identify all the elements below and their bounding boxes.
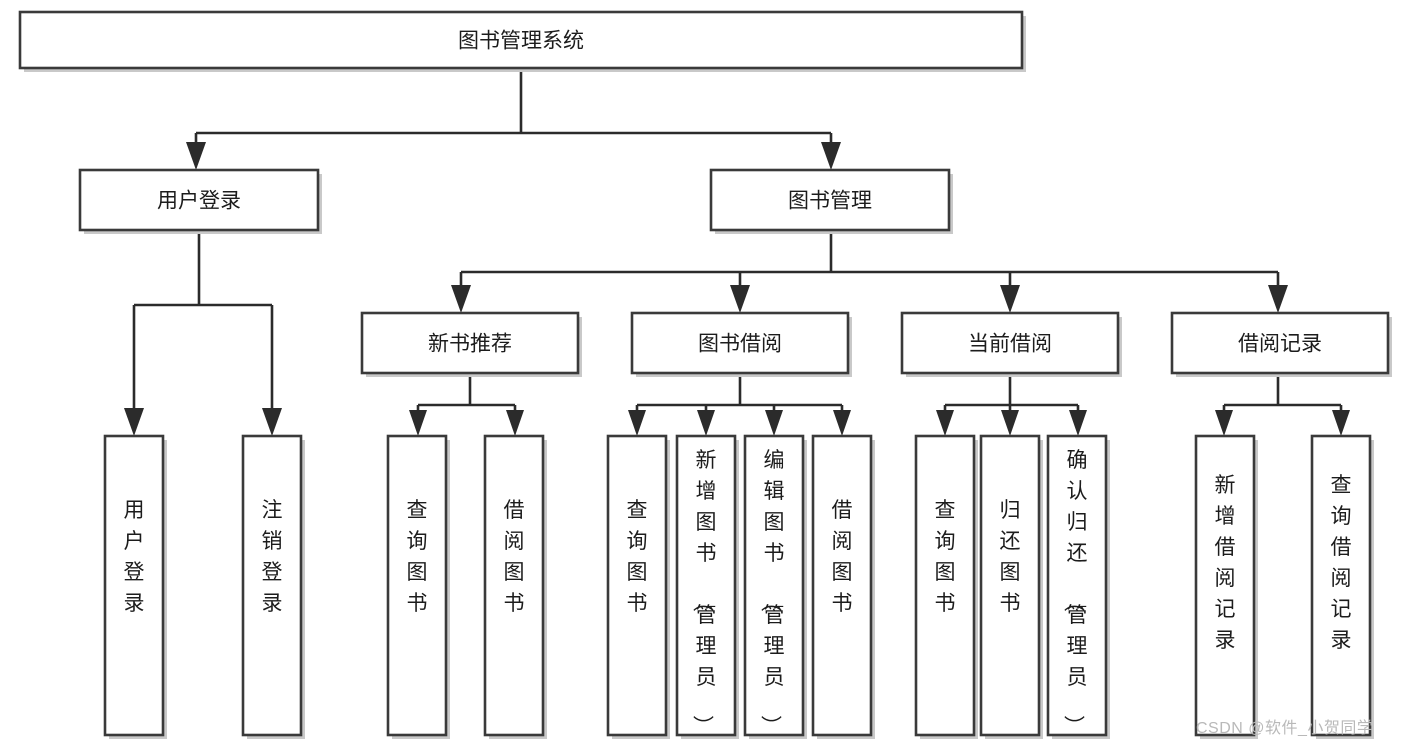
leaf-return-book-label: 归还图书 [1000,499,1021,615]
node-book-management[interactable]: 图书管理 [709,168,953,234]
node-current-borrow[interactable]: 当前借阅 [900,311,1122,377]
book-borrow-label: 图书借阅 [698,333,782,356]
leaf-query-book-1-box [386,434,448,737]
node-leaf-borrow-book-1[interactable]: 借阅图书 [483,434,547,739]
arrow-head-leaf-return-book [1001,410,1019,436]
arrow-head-user-login [186,142,206,170]
leaf-return-book-box [979,434,1041,737]
leaf-add-record-label: 新增借阅记录 [1215,474,1236,652]
node-user-login[interactable]: 用户登录 [78,168,322,234]
node-leaf-logout-login[interactable]: 注销登录 [241,434,305,739]
node-leaf-return-book[interactable]: 归还图书 [979,434,1043,739]
leaf-query-record-box [1310,434,1372,737]
leaf-user-login-label: 用户登录 [124,499,145,615]
arrow-head-leaf-user-login [124,408,144,436]
leaf-add-book-label: 新增图书（管理员） [691,449,717,736]
arrow-head-leaf-query-book-1 [409,410,427,436]
leaf-user-login-box [103,434,165,737]
node-root[interactable]: 图书管理系统 [18,10,1026,72]
leaf-edit-book-label: 编辑图书（管理员） [759,449,785,736]
node-leaf-add-book[interactable]: 新增图书（管理员） [675,434,739,739]
current-borrow-label: 当前借阅 [968,333,1052,356]
leaf-query-book-2-box [606,434,668,737]
node-book-borrow[interactable]: 图书借阅 [630,311,852,377]
node-leaf-query-book-2[interactable]: 查询图书 [606,434,670,739]
leaf-logout-login-label: 注销登录 [262,499,283,615]
leaf-query-book-3-label: 查询图书 [935,499,956,615]
arrow-head-leaf-logout-login [262,408,282,436]
arrow-head-leaf-query-book-2 [628,410,646,436]
watermark-label: CSDN @软件_小贺同学 [1196,719,1373,737]
arrow-head-book-management [821,142,841,170]
leaf-query-book-3-box [914,434,976,737]
leaf-logout-login-box [241,434,303,737]
leaf-query-record-label: 查询借阅记录 [1331,474,1352,652]
leaf-borrow-book-2-label: 借阅图书 [832,499,853,615]
leaf-query-book-2-label: 查询图书 [627,499,648,615]
node-leaf-add-record[interactable]: 新增借阅记录 [1194,434,1258,739]
node-borrow-record[interactable]: 借阅记录 [1170,311,1392,377]
connector-layer [124,68,1350,436]
root-box [18,10,1024,70]
new-book-recommend-box [360,311,580,375]
arrow-head-leaf-add-record [1215,410,1233,436]
arrow-head-leaf-borrow-book-2 [833,410,851,436]
arrow-head-leaf-confirm-return [1069,410,1087,436]
node-leaf-query-record[interactable]: 查询借阅记录 [1310,434,1374,739]
leaf-add-record-box [1194,434,1256,737]
node-leaf-user-login[interactable]: 用户登录 [103,434,167,739]
arrow-head-book-borrow [730,285,750,313]
leaf-borrow-book-1-box [483,434,545,737]
borrow-record-label: 借阅记录 [1238,333,1322,356]
node-new-book-recommend[interactable]: 新书推荐 [360,311,582,377]
node-leaf-edit-book[interactable]: 编辑图书（管理员） [743,434,807,739]
leaf-borrow-book-2-box [811,434,873,737]
arrow-head-current-borrow [1000,285,1020,313]
node-leaf-query-book-3[interactable]: 查询图书 [914,434,978,739]
arrow-head-new-book-recommend [451,285,471,313]
new-book-recommend-label: 新书推荐 [428,333,512,356]
node-leaf-query-book-1[interactable]: 查询图书 [386,434,450,739]
leaf-borrow-book-1-label: 借阅图书 [504,499,525,615]
leaf-confirm-return-label: 确认归还（管理员） [1062,449,1088,736]
leaf-edit-book-box [743,434,805,737]
arrow-head-leaf-edit-book [765,410,783,436]
book-borrow-box [630,311,850,375]
leaf-add-book-box [675,434,737,737]
node-leaf-confirm-return[interactable]: 确认归还（管理员） [1046,434,1110,739]
arrow-head-leaf-query-record [1332,410,1350,436]
user-login-box [78,168,320,232]
leaf-confirm-return-box [1046,434,1108,737]
arrow-head-leaf-add-book [697,410,715,436]
book-management-label: 图书管理 [788,190,872,213]
node-leaf-borrow-book-2[interactable]: 借阅图书 [811,434,875,739]
arrow-head-borrow-record [1268,285,1288,313]
root-label: 图书管理系统 [458,30,584,53]
book-management-box [709,168,951,232]
arrow-head-leaf-query-book-3 [936,410,954,436]
user-login-label: 用户登录 [157,190,241,213]
current-borrow-box [900,311,1120,375]
borrow-record-box [1170,311,1390,375]
leaf-query-book-1-label: 查询图书 [407,499,428,615]
arrow-head-leaf-borrow-book-1 [506,410,524,436]
